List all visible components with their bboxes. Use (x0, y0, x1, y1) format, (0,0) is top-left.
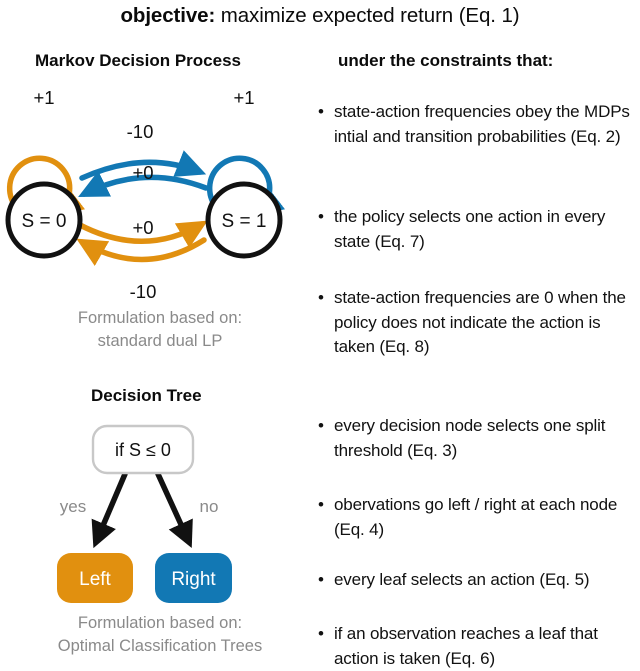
decision-tree-section-heading: Decision Tree (91, 386, 202, 405)
decision-tree-edge-yes-label: yes (60, 497, 86, 516)
decision-tree-edge-no-label: no (200, 497, 219, 516)
decision-tree-diagram: yes no if S ≤ 0 Left Right (57, 424, 232, 603)
constraint-bullet-text: every decision node selects one split th… (334, 416, 606, 460)
page-title-bold: objective: (120, 4, 216, 27)
decision-tree-leaf-right[interactable]: Right (155, 553, 232, 603)
mdp-state-node-s0[interactable]: S = 0 (5, 181, 83, 259)
constraint-bullet: • state-action frequencies obey the MDPs … (318, 100, 640, 149)
bullet-marker-icon: • (318, 102, 324, 121)
mdp-edge-orange-s1-to-s0 (76, 237, 207, 266)
page-title-rest: maximize expected return (Eq. 1) (215, 4, 520, 27)
bullet-marker-icon: • (318, 624, 324, 643)
bullet-marker-icon: • (318, 495, 324, 514)
bullet-marker-icon: • (318, 288, 324, 307)
bullet-marker-icon: • (318, 207, 324, 226)
mdp-edge-orange-s0-to-s1-label: +0 (132, 217, 153, 238)
constraint-bullet-text: every leaf selects an action (Eq. 5) (334, 570, 590, 589)
decision-tree-edge-yes (91, 471, 128, 549)
constraint-bullet-text: obervations go left / right at each node… (334, 495, 618, 539)
constraint-bullet-text: state-action frequencies obey the MDPs i… (334, 102, 630, 146)
page-title: objective: maximize expected return (Eq.… (0, 2, 640, 30)
decision-tree-caption-line-1: Formulation based on: (77, 614, 243, 632)
mdp-section-heading: Markov Decision Process (35, 51, 241, 70)
decision-tree-leaf-left-label: Left (79, 569, 111, 590)
constraint-bullet: • every decision node selects one split t… (318, 414, 640, 463)
mdp-edge-blue-s1-to-s0 (78, 170, 209, 197)
constraint-bullet: • state-action frequencies are 0 when the… (318, 286, 640, 360)
constraint-bullet-text: if an observation reaches a leaf that ac… (334, 624, 598, 668)
constraint-bullet: • every leaf selects an action (Eq. 5) (318, 568, 640, 593)
decision-tree-caption: Formulation based on: Optimal Classifica… (0, 612, 320, 658)
bullet-marker-icon: • (318, 570, 324, 589)
constraint-bullet: • the policy selects one action in every … (318, 205, 640, 254)
constraints-section-heading: under the constraints that: (338, 51, 554, 70)
mdp-caption-line-1: Formulation based on: (77, 309, 243, 327)
mdp-edge-orange-s1-to-s0-label: -10 (130, 281, 157, 302)
decision-tree-root-node[interactable]: if S ≤ 0 (91, 424, 195, 475)
mdp-edge-blue-s0-to-s1-label: -10 (127, 121, 154, 142)
decision-tree-caption-line-2: Optimal Classification Trees (57, 637, 263, 655)
mdp-self-loop-s1-label: +1 (233, 90, 254, 108)
constraint-bullet: • if an observation reaches a leaf that a… (318, 622, 640, 671)
decision-tree-root-node-label: if S ≤ 0 (115, 440, 171, 460)
mdp-caption: Formulation based on: standard dual LP (0, 307, 320, 353)
mdp-caption-line-2: standard dual LP (97, 332, 223, 350)
mdp-edge-blue-s1-to-s0-label: +0 (132, 162, 153, 183)
mdp-state-node-s1[interactable]: S = 1 (205, 181, 283, 259)
mdp-state-node-s1-label: S = 1 (222, 211, 267, 232)
constraint-bullet-text: the policy selects one action in every s… (334, 207, 606, 251)
mdp-edge-orange-s0-to-s1 (77, 220, 208, 249)
constraints-list: • state-action frequencies obey the MDPs … (318, 100, 640, 668)
constraint-bullet: • obervations go left / right at each nod… (318, 493, 640, 542)
mdp-self-loop-s0-label: +1 (33, 90, 54, 108)
decision-tree-leaf-right-label: Right (171, 569, 216, 590)
constraint-bullet-text: state-action frequencies are 0 when the … (334, 288, 626, 356)
decision-tree-edge-no (155, 471, 193, 549)
mdp-diagram: +1 +1 -10 +0 +0 -10 S = 0 S = 1 (5, 90, 286, 302)
decision-tree-leaf-left[interactable]: Left (57, 553, 133, 603)
bullet-marker-icon: • (318, 416, 324, 435)
mdp-state-node-s0-label: S = 0 (22, 211, 67, 232)
